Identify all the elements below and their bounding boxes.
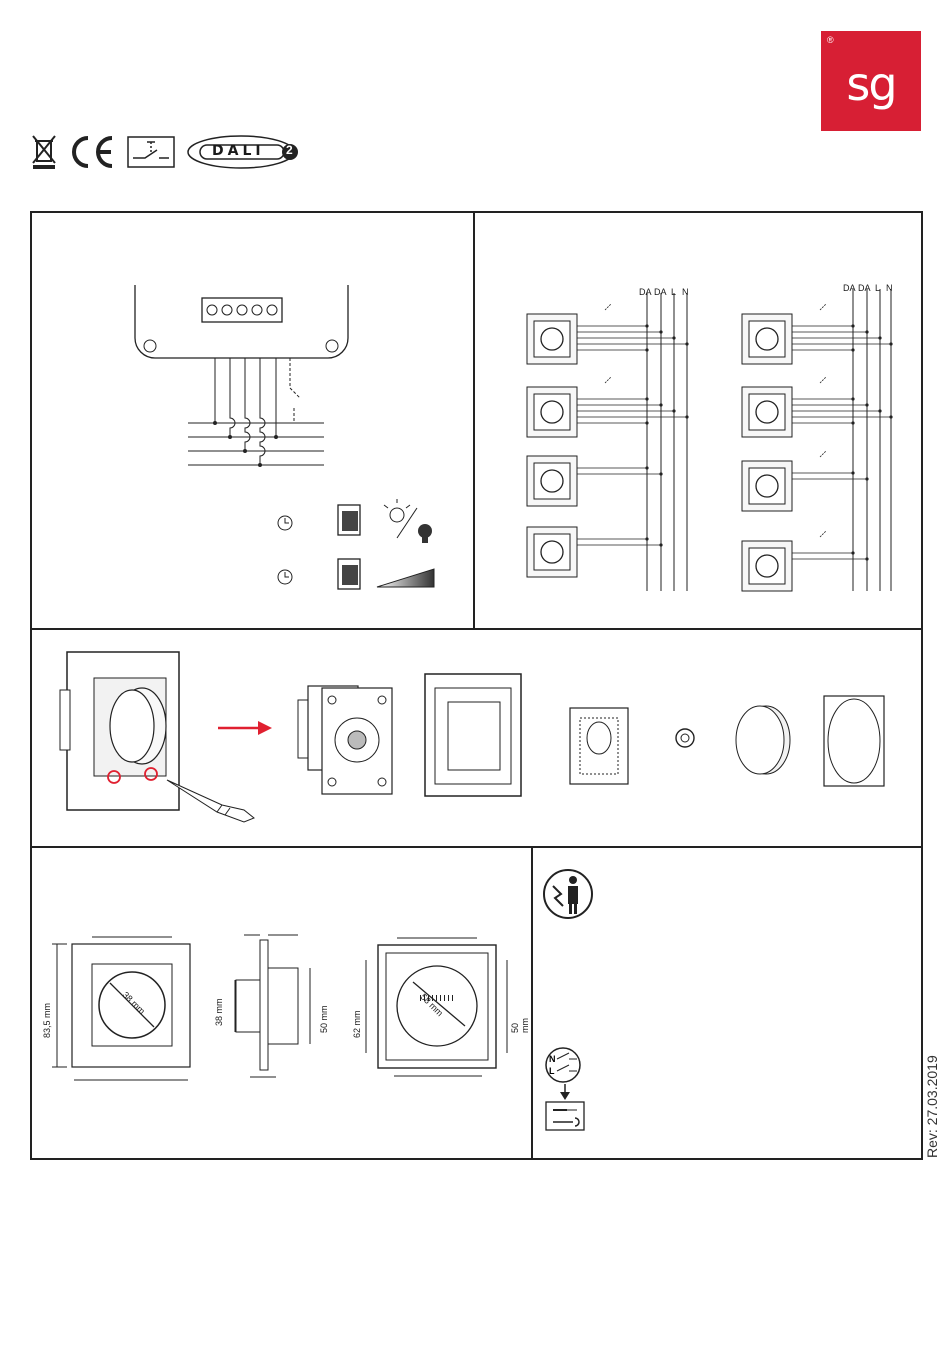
switch-contact (820, 377, 826, 383)
rotary-knob (736, 706, 790, 774)
bus-label-da2-right: DA (858, 283, 871, 293)
wire-junction (851, 348, 854, 351)
svg-text:N: N (549, 1054, 556, 1064)
dimmer-knob (541, 541, 563, 563)
dimmer-knob (541, 328, 563, 350)
wire-junction (659, 472, 662, 475)
cover-frame (425, 674, 521, 796)
assembled-dimmer (60, 652, 254, 822)
dali-version: 2 (286, 143, 293, 157)
front-cover (824, 696, 884, 786)
wire-junction (645, 466, 648, 469)
wire-junction (865, 477, 868, 480)
wire-junction (878, 336, 881, 339)
switch-contact (820, 531, 826, 537)
dimmer-knob (756, 475, 778, 497)
bus-wiring-diagram (475, 213, 921, 630)
dimmer-wiring-diagram (32, 213, 475, 630)
bus-label-l-right: L (875, 283, 880, 293)
dimmer-insert (298, 686, 392, 794)
wire-junction (865, 557, 868, 560)
lamp-on-off-icon (384, 499, 432, 543)
wire-junction (851, 324, 854, 327)
dimmer-knob (541, 470, 563, 492)
wire-junction (645, 324, 648, 327)
dimmer-knob (541, 401, 563, 423)
bus-label-n: N (682, 287, 689, 297)
wire-junction (645, 348, 648, 351)
dim-ramp-icon (377, 569, 434, 587)
brand-logo: ® sg (821, 31, 921, 131)
bus-label-l: L (671, 287, 676, 297)
svg-text:L: L (549, 1066, 555, 1076)
front-height-label: 83,5 mm (42, 1003, 52, 1038)
safety-icons: N L (533, 848, 921, 1158)
mounting-plate (570, 708, 628, 784)
ce-mark (68, 134, 118, 175)
dimmer-knob (756, 555, 778, 577)
front-view (52, 937, 190, 1080)
wire-junction (889, 342, 892, 345)
clock-icon (278, 570, 292, 584)
wire-junction (851, 397, 854, 400)
adapter-ring (676, 729, 694, 747)
wire-junction (672, 409, 675, 412)
dali-text: DALI (212, 143, 265, 159)
bus-label-da1: DA (639, 287, 652, 297)
safety-panel: N L (533, 848, 921, 1158)
arrow-down-icon (560, 1084, 570, 1100)
wire-junction (851, 551, 854, 554)
back-width-label: 50 mm (510, 1012, 530, 1033)
back-height-label: 62 mm (352, 1010, 362, 1038)
wire-junction (865, 330, 868, 333)
switch-contact (605, 377, 611, 383)
wire-junction (645, 421, 648, 424)
bus-label-da2: DA (654, 287, 667, 297)
logo-text: sg (821, 61, 921, 107)
weee-bin-icon (30, 133, 58, 176)
side-depth-label: 50 mm (319, 1005, 329, 1033)
revision-label: Rev: 27.03.2019 (924, 1055, 940, 1158)
switch-contact (820, 451, 826, 457)
switch-contact (820, 304, 826, 310)
assembly-panel (32, 630, 921, 848)
wiring-panel (32, 213, 475, 630)
wire-junction (645, 537, 648, 540)
wire-junction (659, 330, 662, 333)
wire-junction (685, 342, 688, 345)
electrician-icon (544, 870, 592, 918)
arrow-icon (218, 721, 272, 735)
wire-junction (851, 421, 854, 424)
clock-icon (278, 516, 292, 530)
dimmer-knob (756, 328, 778, 350)
dali-logo: DALI 2 (186, 134, 300, 175)
bus-label-n-right: N (886, 283, 893, 293)
switch-contact (605, 304, 611, 310)
wire-junction (659, 403, 662, 406)
dimension-drawing (32, 848, 533, 1158)
dimmer-knob (756, 401, 778, 423)
registered-mark: ® (827, 35, 834, 45)
side-height-label: 38 mm (214, 998, 224, 1026)
wire-junction (685, 415, 688, 418)
side-view (235, 935, 310, 1077)
wire-junction (659, 543, 662, 546)
disconnect-power-icon: N L (546, 1048, 580, 1082)
wire-junction (851, 471, 854, 474)
wire-junction (889, 415, 892, 418)
wire-junction (865, 403, 868, 406)
assembly-illustration (32, 630, 921, 848)
push-switch-icon (127, 136, 175, 173)
wire-junction (878, 409, 881, 412)
wire-junction (645, 397, 648, 400)
dimensions-panel: 83,5 mm 38 mm 38 mm 50 mm 62 mm 58 mm 50… (32, 848, 533, 1158)
bus-wiring-panel: DA DA L N DA DA L N (475, 213, 921, 630)
instruction-frame: DA DA L N DA DA L N (30, 211, 923, 1160)
tools-icon (546, 1102, 584, 1130)
wire-junction (672, 336, 675, 339)
bus-label-da1-right: DA (843, 283, 856, 293)
